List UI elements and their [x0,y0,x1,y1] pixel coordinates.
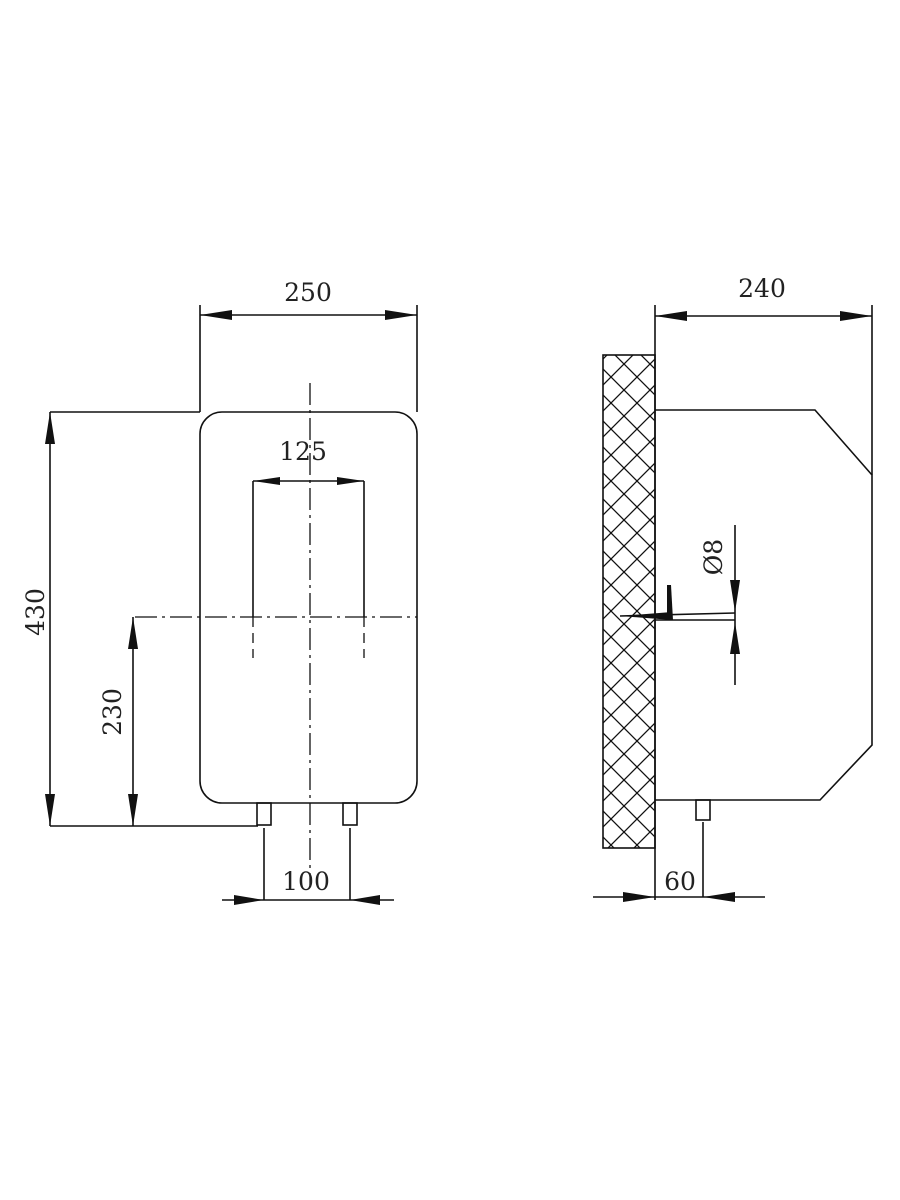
dimension-fitting-spacing-top: 125 [252,437,365,658]
width-label: 250 [284,278,332,307]
fitting-height-label: 230 [98,688,127,736]
water-fitting-right [342,802,358,826]
dimension-height: 430 [21,411,258,827]
wall-hatched [602,354,656,849]
water-fitting-left [256,802,272,826]
height-label: 430 [21,588,50,636]
side-view: 240 Ø8 60 [593,274,873,902]
dimension-fitting-height: 230 [98,617,138,826]
front-view: 250 125 430 230 [21,278,418,905]
heater-body-side [655,409,873,801]
fitting-offset-label: 60 [664,867,696,896]
dimension-width: 250 [199,278,418,412]
bracket-diameter-label: Ø8 [699,539,728,575]
heater-body-front [199,411,418,804]
dimension-fitting-spacing-bottom: 100 [222,828,394,905]
fitting-spacing-bottom-label: 100 [282,867,330,896]
dimension-depth: 240 [654,274,873,900]
dimension-fitting-offset: 60 [593,822,765,902]
water-fitting-side [695,799,711,821]
depth-label: 240 [738,274,786,303]
mounting-bracket: Ø8 [619,525,740,685]
fitting-spacing-top-label: 125 [279,437,327,466]
